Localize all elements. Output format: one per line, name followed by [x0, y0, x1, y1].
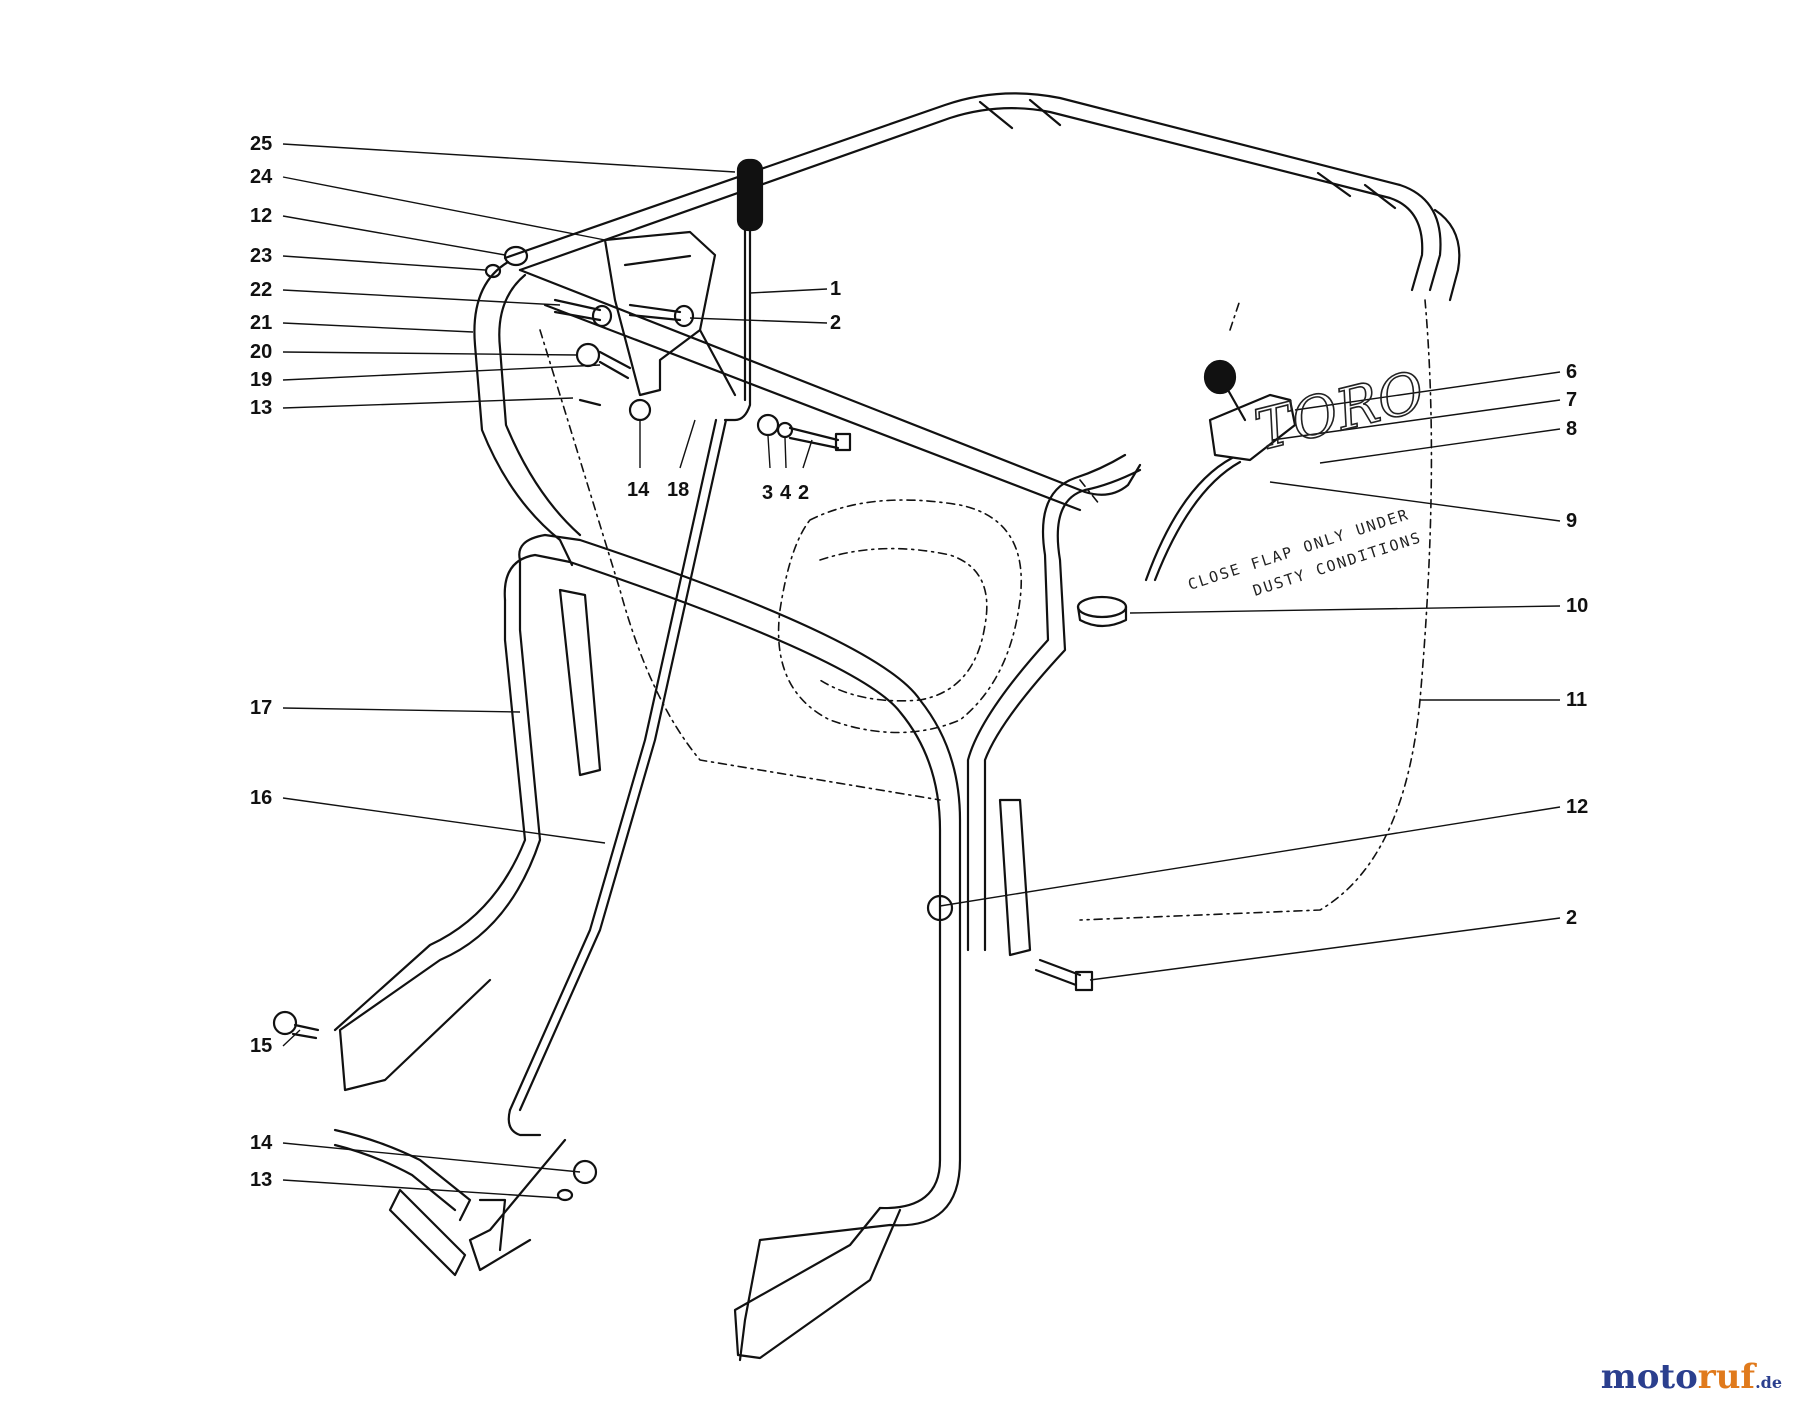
- callout-13: 13: [250, 1169, 273, 1191]
- callout-24: 24: [250, 166, 273, 188]
- callout-20: 20: [250, 341, 273, 363]
- chute-control-assembly: [1144, 359, 1297, 582]
- bag-frame: [503, 92, 1442, 512]
- callout-18: 18: [667, 479, 690, 501]
- callout-13: 13: [250, 397, 273, 419]
- lower-link-bracket: [333, 1128, 567, 1277]
- callout-14: 14: [627, 479, 650, 501]
- callout-12: 12: [250, 205, 273, 227]
- callout-3: 3: [762, 482, 774, 504]
- grass-bag: [539, 299, 1433, 921]
- front-u-handle: [333, 533, 1032, 1362]
- callout-19: 19: [250, 369, 273, 391]
- callout-17: 17: [250, 697, 273, 719]
- callout-21: 21: [250, 312, 273, 334]
- callout-15: 15: [250, 1035, 273, 1057]
- rear-handle-frame: [473, 208, 1461, 567]
- callout-25: 25: [250, 133, 273, 155]
- callout-11: 11: [1566, 689, 1588, 711]
- callout-22: 22: [250, 279, 273, 301]
- control-lever-assembly: [603, 158, 764, 422]
- watermark-part-2: ruf: [1697, 1357, 1756, 1397]
- hardware: [272, 245, 1128, 1202]
- callout-23: 23: [250, 245, 273, 267]
- callout-4: 4: [780, 482, 792, 504]
- watermark-logo: motoruf.de: [1601, 1357, 1782, 1397]
- watermark-part-3: .de: [1755, 1373, 1782, 1392]
- callout-14: 14: [250, 1132, 273, 1154]
- callout-12: 12: [1566, 796, 1589, 818]
- callout-9: 9: [1566, 510, 1578, 532]
- callout-16: 16: [250, 787, 273, 809]
- callout-2: 2: [830, 312, 842, 334]
- callout-2: 2: [1566, 907, 1578, 929]
- callout-2: 2: [798, 482, 810, 504]
- watermark-part-1: moto: [1600, 1357, 1698, 1397]
- right-handle-tube: [966, 453, 1142, 952]
- bag-brand-logo: TORO: [1249, 359, 1431, 464]
- callout-6: 6: [1566, 361, 1578, 383]
- callout-1: 1: [830, 278, 842, 300]
- callout-8: 8: [1566, 418, 1578, 440]
- callout-10: 10: [1566, 595, 1589, 617]
- leader-lines: [282, 143, 1561, 1199]
- callout-7: 7: [1566, 389, 1578, 411]
- control-rod: [507, 418, 728, 1137]
